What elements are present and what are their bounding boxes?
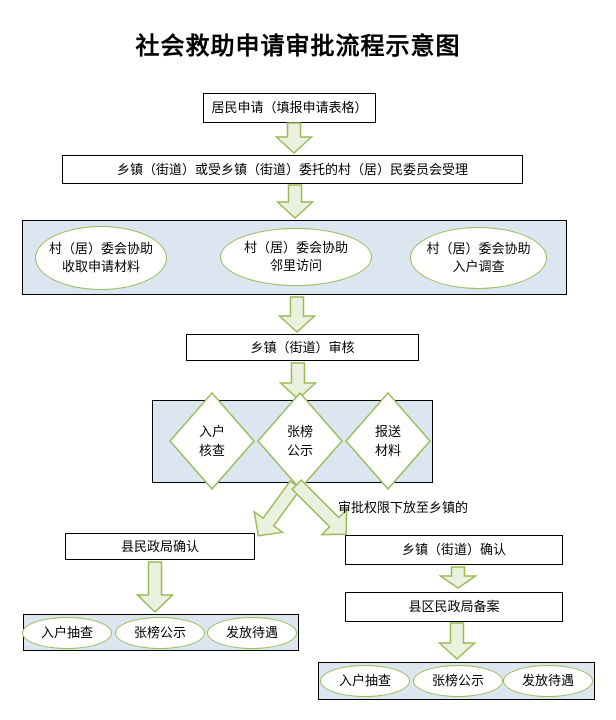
node-text-line: 收取申请材料 (61, 259, 140, 274)
node-spot-check-left: 入户抽查 (22, 617, 112, 649)
node-posting-right: 张榜公示 (413, 665, 503, 697)
node-text-line: 材料 (374, 443, 401, 458)
node-text-line: 报送 (374, 423, 401, 439)
down-arrow-icon (275, 122, 313, 154)
node-resident-application: 居民申请（填报申请表格） (203, 93, 376, 123)
down-arrow-icon (438, 622, 476, 660)
down-arrow-icon (276, 184, 314, 219)
node-county-civil-affairs-record: 县区民政局备案 (345, 592, 563, 622)
node-public-posting: 张榜 公示 (257, 392, 343, 490)
node-assist-collect-materials: 村（居）委会协助 收取申请材料 (35, 226, 167, 290)
node-grant-benefits-right: 发放待遇 (503, 665, 593, 697)
branch-right-arrow-icon (291, 479, 348, 536)
node-assist-household-survey: 村（居）委会协助 入户调查 (410, 227, 547, 289)
node-text-line: 核查 (198, 443, 225, 458)
node-assist-neighbor-visit: 村（居）委会协助 邻里访问 (220, 228, 372, 286)
down-arrow-icon (279, 362, 317, 400)
node-text-line: 村（居）委会协助 (243, 239, 348, 255)
node-spot-check-right: 入户抽查 (320, 665, 410, 697)
down-arrow-icon (278, 296, 316, 333)
node-household-check: 入户 核查 (169, 392, 255, 490)
branch-left-arrow-icon (253, 479, 302, 537)
node-submit-materials: 报送 材料 (345, 392, 431, 490)
node-text-line: 邻里访问 (269, 258, 322, 273)
node-county-civil-affairs-confirm: 县民政局确认 (65, 533, 255, 560)
node-text-line: 入户 (198, 423, 225, 439)
node-text-line: 村（居）委会协助 (426, 240, 531, 256)
node-text-line: 张榜 (286, 423, 313, 439)
node-text-line: 公示 (286, 443, 313, 458)
branch-condition-label: 审批权限下放至乡镇的 (338, 500, 469, 515)
node-township-confirm: 乡镇（街道）确认 (345, 535, 563, 565)
node-posting-left: 张榜公示 (115, 617, 205, 649)
node-text-line: 入户调查 (452, 259, 505, 274)
down-arrow-icon (439, 566, 477, 589)
node-grant-benefits-left: 发放待遇 (207, 617, 297, 649)
node-text-line: 村（居）委会协助 (48, 240, 153, 256)
node-township-acceptance: 乡镇（街道）或受乡镇（街道）委托的村（居）民委员会受理 (62, 155, 523, 184)
down-arrow-icon (136, 561, 174, 613)
diamond-shape (169, 392, 255, 490)
diamond-shape (345, 392, 431, 490)
page-title: 社会救助申请审批流程示意图 (135, 33, 461, 60)
node-township-review: 乡镇（街道）审核 (186, 334, 419, 361)
